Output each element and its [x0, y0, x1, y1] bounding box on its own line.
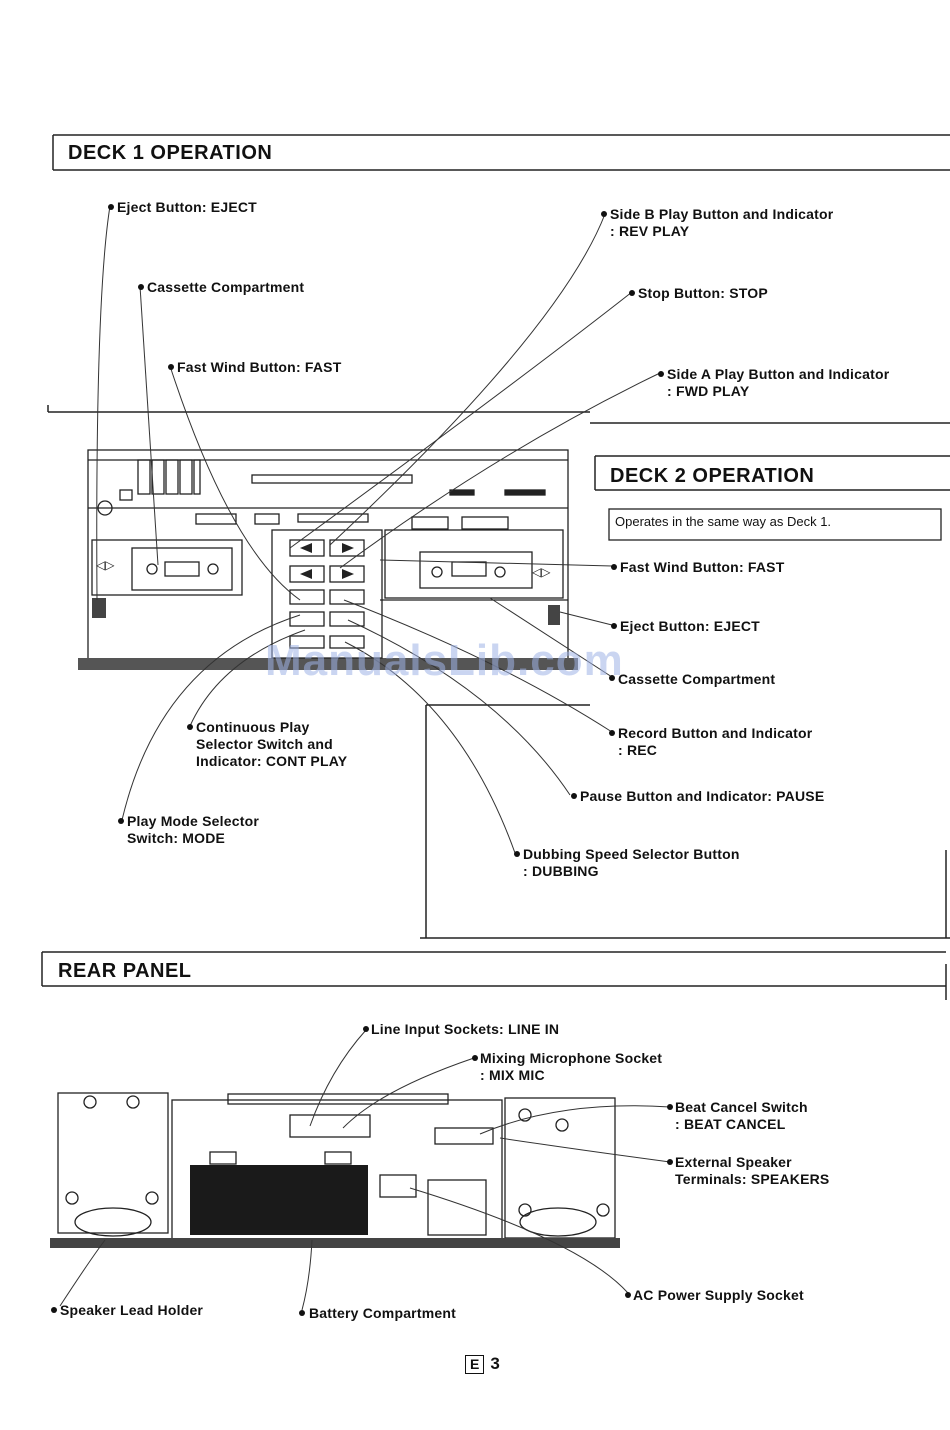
deck2-section-frame: [420, 455, 950, 939]
deck1-eject-label: Eject Button: EJECT: [117, 199, 257, 215]
beat-cancel-label: Beat Cancel Switch : BEAT CANCEL: [675, 1099, 808, 1133]
deck1-fast-label: Fast Wind Button: FAST: [177, 359, 342, 375]
rear-section-frame: [41, 951, 947, 1000]
deck2-title: DECK 2 OPERATION: [610, 465, 815, 487]
speakers-label-line1: External Speaker: [675, 1154, 792, 1170]
speaker-lead-holder-label: Speaker Lead Holder: [60, 1302, 204, 1318]
side-b-label-line1: Side B Play Button and Indicator: [610, 206, 834, 222]
svg-text:◁▷: ◁▷: [96, 558, 115, 572]
record-label: Record Button and Indicator : REC: [618, 725, 812, 759]
deck2-fast-label: Fast Wind Button: FAST: [620, 559, 785, 575]
deck2-cassette-label: Cassette Compartment: [618, 671, 776, 687]
leader-lines-rear: [59, 1029, 671, 1311]
ac-power-label: AC Power Supply Socket: [633, 1287, 804, 1303]
line-in-label: Line Input Sockets: LINE IN: [371, 1021, 560, 1037]
mix-mic-label-line2: : MIX MIC: [480, 1067, 545, 1083]
record-label-line1: Record Button and Indicator: [618, 725, 813, 741]
deck1-cassette-label: Cassette Compartment: [147, 279, 305, 295]
deck2-note: Operates in the same way as Deck 1.: [615, 514, 832, 529]
mode-label: Play Mode Selector Switch: MODE: [127, 813, 259, 847]
cont-play-label-line1: Continuous Play: [196, 719, 310, 735]
page-number-value: 3: [490, 1354, 500, 1373]
speakers-label: External Speaker Terminals: SPEAKERS: [675, 1154, 829, 1188]
dubbing-label-line2: : DUBBING: [523, 863, 599, 879]
language-badge: E: [465, 1355, 485, 1374]
cont-play-label: Continuous Play Selector Switch and Indi…: [196, 719, 347, 770]
svg-text:◁▷: ◁▷: [532, 565, 551, 579]
battery-label: Battery Compartment: [309, 1305, 456, 1321]
deck2-eject-label: Eject Button: EJECT: [620, 618, 760, 634]
pause-label: Pause Button and Indicator: PAUSE: [580, 788, 825, 804]
speakers-label-line2: Terminals: SPEAKERS: [675, 1171, 830, 1187]
beat-cancel-label-line2: : BEAT CANCEL: [675, 1116, 786, 1132]
cont-play-label-line3: Indicator: CONT PLAY: [196, 753, 348, 769]
dubbing-label-line1: Dubbing Speed Selector Button: [523, 846, 740, 862]
cont-play-label-line2: Selector Switch and: [196, 736, 333, 752]
mode-label-line1: Play Mode Selector: [127, 813, 259, 829]
side-a-label-line2: : FWD PLAY: [667, 383, 750, 399]
mix-mic-label-line1: Mixing Microphone Socket: [480, 1050, 663, 1066]
side-a-label-line1: Side A Play Button and Indicator: [667, 366, 890, 382]
mix-mic-label: Mixing Microphone Socket : MIX MIC: [480, 1050, 662, 1084]
mode-label-line2: Switch: MODE: [127, 830, 226, 846]
deck1-section-frame: [47, 134, 950, 424]
record-label-line2: : REC: [618, 742, 658, 758]
filled-circle-bullets: [51, 204, 673, 1316]
side-b-label-line2: : REV PLAY: [610, 223, 690, 239]
stop-label: Stop Button: STOP: [638, 285, 768, 301]
front-panel-illustration: ◁▷ ◁▷: [78, 449, 578, 670]
watermark: ManualsLib.com: [265, 636, 624, 685]
rear-panel-illustration: [50, 1092, 620, 1248]
leader-lines-front: [96, 205, 661, 854]
beat-cancel-label-line1: Beat Cancel Switch: [675, 1099, 808, 1115]
deck2-note-box: [608, 508, 942, 541]
rear-title: REAR PANEL: [58, 960, 192, 982]
side-b-label: Side B Play Button and Indicator : REV P…: [610, 206, 833, 240]
side-a-label: Side A Play Button and Indicator : FWD P…: [667, 366, 889, 400]
deck1-title: DECK 1 OPERATION: [68, 142, 273, 164]
dubbing-label: Dubbing Speed Selector Button : DUBBING: [523, 846, 740, 880]
